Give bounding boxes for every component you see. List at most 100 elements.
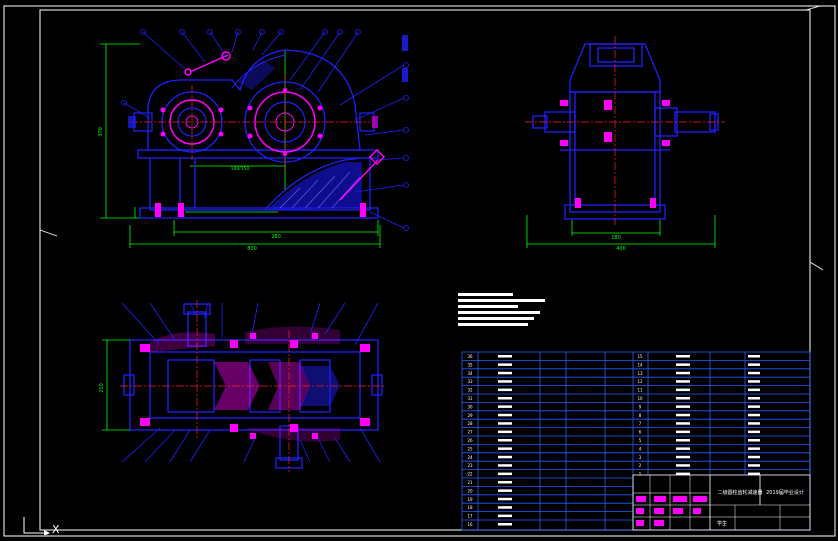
parts-list-text: 3635343332313029282726252423222120191817… (467, 354, 760, 527)
parts-row-name (676, 447, 690, 450)
parts-row-material (748, 363, 760, 366)
parts-row-number: 23 (467, 463, 473, 468)
side-dim-inner: 180 (611, 235, 621, 241)
parts-row-number: 19 (467, 497, 473, 502)
parts-row-name (676, 380, 690, 383)
parts-row-name (498, 371, 512, 375)
parts-row-material (748, 447, 760, 450)
top-dim-width: 210 (99, 383, 105, 393)
parts-row-material (748, 464, 760, 467)
parts-row-name (676, 464, 690, 467)
parts-row-name (676, 397, 690, 400)
parts-row-number: 30 (467, 404, 473, 409)
parts-row-name (676, 363, 690, 366)
parts-row-material (748, 439, 760, 442)
parts-row-number: 5 (639, 438, 642, 443)
parts-row-material (748, 455, 760, 459)
parts-row-name (676, 355, 690, 358)
parts-row-number: 24 (467, 455, 473, 460)
parts-row-number: 33 (467, 379, 473, 384)
parts-row-number: 29 (467, 413, 473, 418)
parts-row-number: 21 (467, 480, 473, 485)
outer-frame (3, 5, 836, 537)
parts-row-material (748, 388, 760, 392)
parts-row-name (498, 455, 512, 459)
parts-row-number: 26 (467, 438, 473, 443)
parts-row-number: 35 (467, 362, 473, 367)
parts-row-name (498, 506, 512, 509)
parts-row-name (498, 388, 512, 392)
parts-row-number: 11 (637, 388, 643, 393)
parts-row-name (676, 413, 690, 417)
parts-row-name (498, 430, 512, 434)
parts-row-number: 14 (637, 362, 643, 367)
parts-row-number: 18 (467, 505, 473, 510)
parts-row-number: 4 (639, 446, 642, 451)
parts-row-name (498, 481, 512, 484)
parts-row-number: 2 (639, 463, 642, 468)
frame-diagonal (39, 229, 58, 237)
parts-row-name (498, 413, 512, 417)
parts-row-name (676, 405, 690, 408)
parts-row-name (498, 514, 512, 518)
parts-row-number: 22 (467, 472, 473, 477)
parts-row-name (676, 388, 690, 392)
side-dim-width: 400 (616, 246, 626, 252)
parts-row-material (748, 405, 760, 408)
front-dim-gear: 100/150 (231, 166, 250, 172)
parts-row-number: 7 (639, 421, 642, 426)
parts-row-number: 20 (467, 488, 473, 493)
title-block-name: 二级圆柱齿轮减速器 (717, 489, 762, 496)
parts-row-name (676, 430, 690, 434)
parts-row-number: 16 (467, 522, 473, 527)
parts-row-name (676, 371, 690, 375)
parts-row-name (498, 489, 512, 492)
parts-row-material (748, 380, 760, 383)
parts-row-name (676, 455, 690, 459)
front-dim-center: 280 (271, 234, 281, 240)
parts-row-number: 32 (467, 388, 473, 393)
parts-row-name (498, 523, 512, 526)
ucs-xy-icon: X (23, 517, 60, 535)
parts-row-name (676, 439, 690, 442)
parts-row-name (676, 472, 690, 476)
front-dim-height: 370 (98, 127, 104, 137)
parts-row-name (498, 405, 512, 408)
parts-row-number: 25 (467, 446, 473, 451)
parts-row-number: 17 (467, 514, 473, 519)
top-view: 210 (99, 300, 385, 472)
title-block-material: 学生 (717, 520, 727, 527)
ucs-axis-label: X (52, 523, 60, 535)
parts-row-name (676, 422, 690, 425)
parts-row-name (498, 447, 512, 450)
parts-row-number: 31 (467, 396, 473, 401)
parts-row-number: 10 (637, 396, 643, 401)
parts-row-material (748, 413, 760, 417)
parts-row-number: 12 (637, 379, 643, 384)
parts-row-material (748, 430, 760, 434)
parts-row-number: 15 (637, 354, 643, 359)
parts-row-material (748, 397, 760, 400)
front-dim-overall: 800 (247, 246, 257, 252)
parts-row-number: 9 (639, 404, 642, 409)
side-view: 400 180 (525, 36, 725, 252)
parts-row-number: 1 (639, 472, 642, 477)
parts-row-material (748, 472, 760, 476)
parts-row-material (748, 355, 760, 358)
frame-tick-top (805, 5, 821, 11)
parts-row-number: 6 (639, 430, 642, 435)
parts-row-name (498, 472, 512, 476)
parts-row-number: 3 (639, 455, 642, 460)
inner-frame (39, 9, 811, 531)
title-block: 二级圆柱齿轮减速器 2019届毕业设计 学生 (632, 474, 811, 531)
parts-row-material (748, 371, 760, 375)
parts-row-name (498, 355, 512, 358)
parts-row-name (498, 380, 512, 383)
front-view: 800 280 370 100/150 (98, 29, 409, 252)
frame-diagonal-2 (809, 261, 824, 271)
parts-row-material (748, 422, 760, 425)
parts-row-name (498, 397, 512, 400)
parts-row-number: 27 (467, 430, 473, 435)
parts-row-number: 8 (639, 413, 642, 418)
